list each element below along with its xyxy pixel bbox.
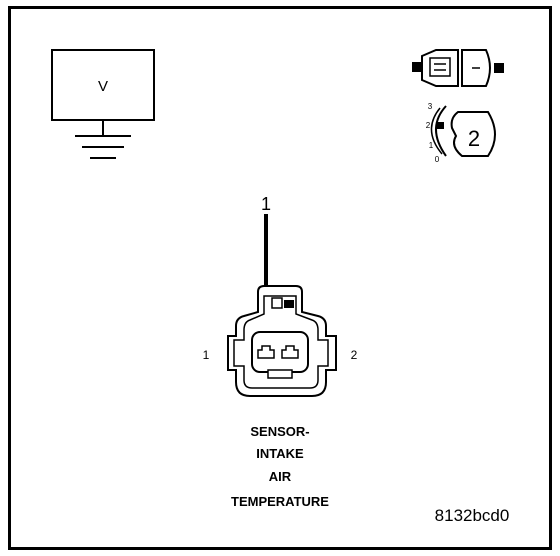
voltmeter-label: V — [98, 78, 108, 95]
scale-label-0: 0 — [435, 155, 440, 164]
pin-1-terminal — [257, 345, 275, 359]
connector-body — [227, 285, 337, 397]
sensor-name-line-3: AIR — [269, 469, 292, 484]
selector-position-marker — [437, 122, 444, 129]
sensor-name-line-1: SENSOR- — [250, 424, 309, 439]
ground-icon — [75, 135, 131, 159]
pin-label-2: 2 — [351, 348, 358, 362]
sensor-name-line-4: TEMPERATURE — [231, 494, 329, 509]
pin-label-1: 1 — [203, 348, 210, 362]
selector-selected-value: 2 — [468, 126, 480, 151]
diagram-frame — [8, 6, 552, 550]
callout-label: 1 — [261, 194, 271, 214]
connector-plug-icon — [412, 49, 504, 87]
connector-latch — [271, 297, 283, 309]
voltmeter-symbol: V — [51, 49, 155, 159]
figure-id: 8132bcd0 — [435, 506, 510, 525]
selector-knob-icon: 2 3 2 1 0 — [426, 102, 496, 164]
scale-label-1: 1 — [429, 141, 434, 150]
pin-2-terminal — [281, 345, 299, 359]
scale-label-3: 3 — [428, 102, 433, 111]
sensor-name-line-2: INTAKE — [256, 446, 304, 461]
scale-label-2: 2 — [426, 121, 431, 130]
